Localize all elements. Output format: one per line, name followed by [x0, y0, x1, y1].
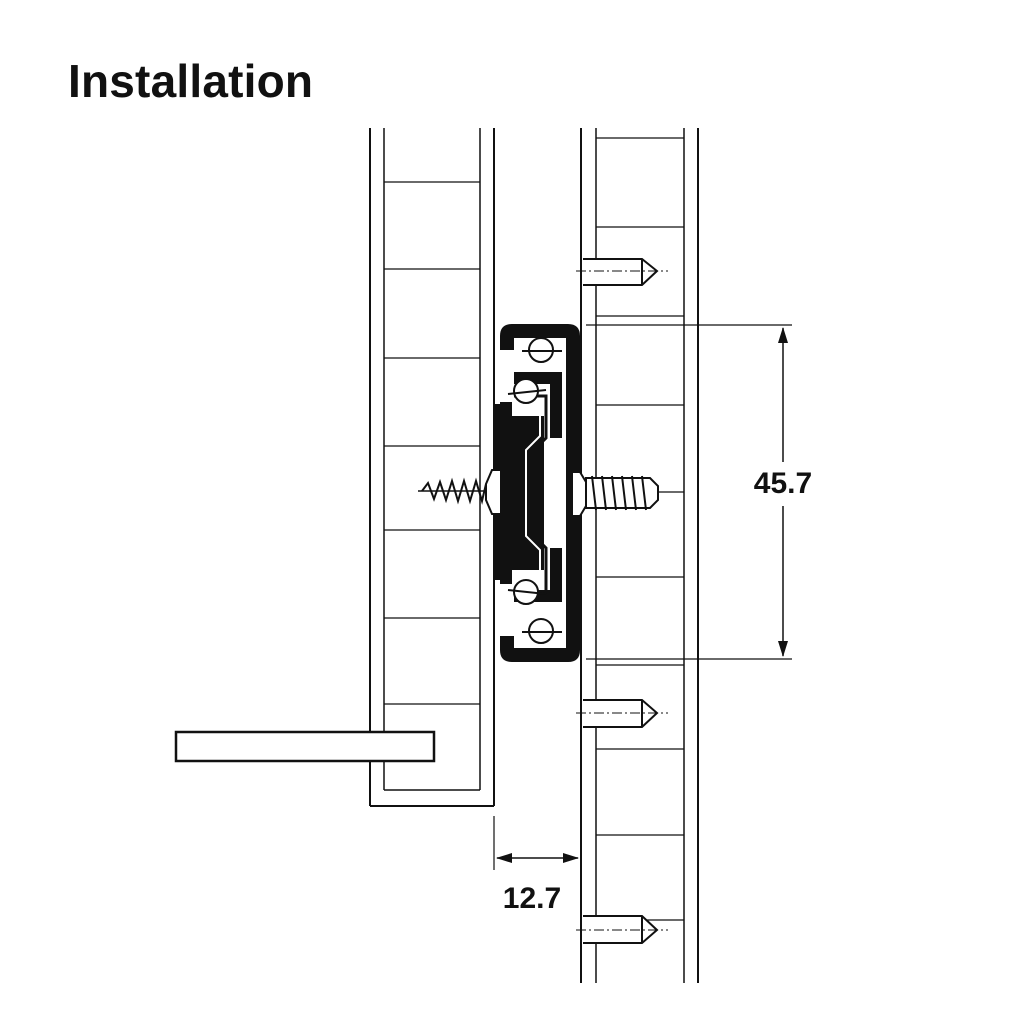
drawer-bottom-panel: [174, 730, 436, 763]
system-screw-icon: [576, 699, 668, 728]
wood-screw-icon: [571, 471, 659, 517]
wood-screw-icon: [418, 469, 500, 515]
height-dimension-label: 45.7: [754, 467, 812, 500]
height-dimension: 45.7: [586, 324, 822, 660]
clearance-dimension: 12.7: [493, 816, 579, 915]
drawer-slide-profile: [494, 324, 580, 662]
clearance-dimension-label: 12.7: [503, 882, 561, 915]
ball-bearing-icon: [507, 579, 547, 605]
system-screw-icon: [576, 258, 668, 286]
system-screw-icon: [576, 915, 668, 944]
drawer-side-panel: [369, 128, 495, 807]
ball-bearing-icon: [507, 378, 547, 404]
cabinet-side-panel: [580, 128, 699, 983]
ball-bearing-icon: [522, 618, 562, 644]
page-title: Installation: [68, 55, 314, 107]
ball-bearing-icon: [522, 337, 562, 363]
